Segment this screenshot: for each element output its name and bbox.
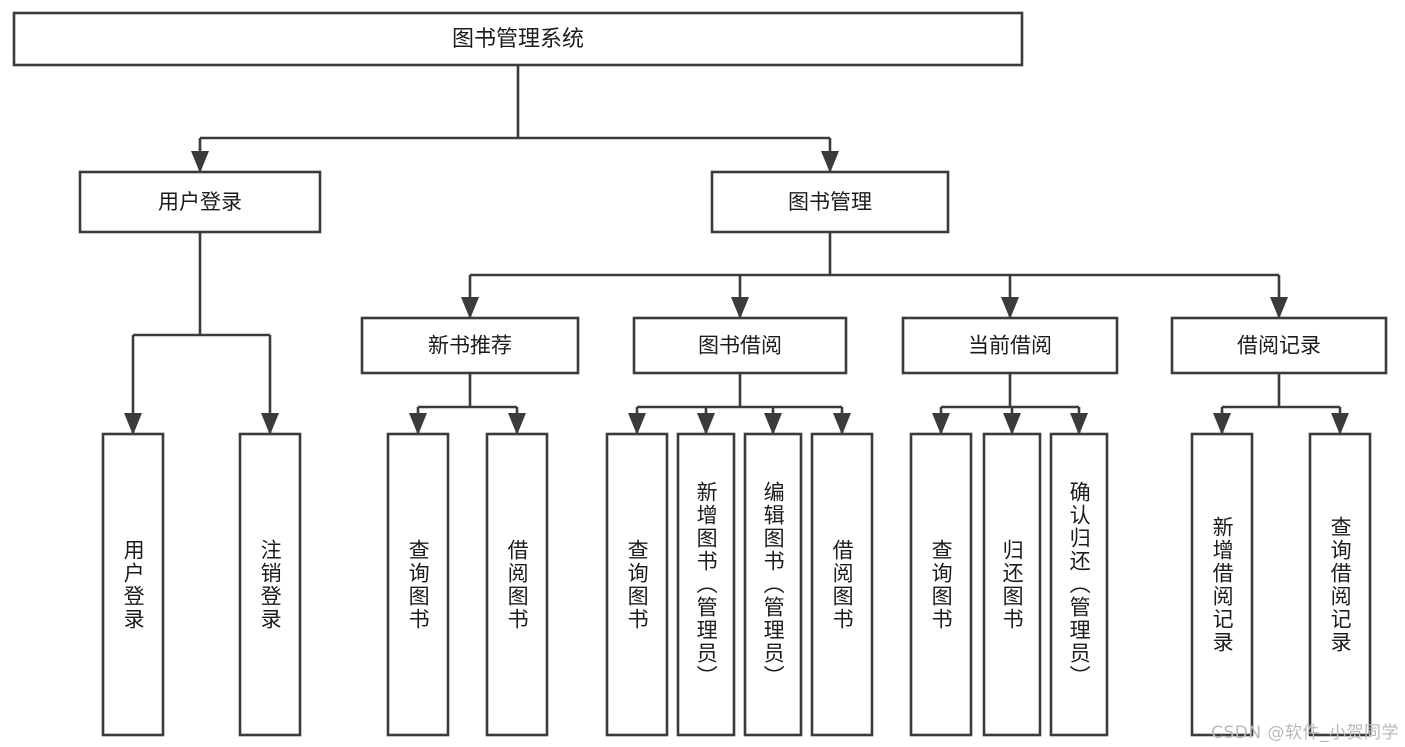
node-box <box>238 432 302 737</box>
node-图书管理系统[interactable]: 图书管理系统 <box>12 11 1024 67</box>
arrow-head-icon <box>409 413 427 435</box>
node-图书借阅[interactable]: 图书借阅 <box>632 316 848 375</box>
watermark-text: CSDN @软件_小贺同学 <box>1211 723 1399 743</box>
node-新增借阅记录[interactable] <box>1190 432 1254 737</box>
arrow-head-icon <box>833 413 851 435</box>
arrow-head-icon <box>821 151 839 173</box>
node-label: 新书推荐 <box>428 334 512 358</box>
arrow-head-icon <box>932 413 950 435</box>
node-借阅图书[interactable] <box>485 432 549 737</box>
node-box <box>710 170 950 234</box>
node-box <box>810 432 874 737</box>
arrow-head-icon <box>1331 413 1349 435</box>
arrow-head-icon <box>1003 413 1021 435</box>
node-新书推荐[interactable]: 新书推荐 <box>360 316 580 375</box>
arrow-head-icon <box>461 297 479 319</box>
arrow-head-icon <box>1270 297 1288 319</box>
node-box <box>909 432 973 737</box>
arrow-head-icon <box>1001 297 1019 319</box>
node-新增图书管理员[interactable] <box>676 432 736 737</box>
node-box <box>901 316 1119 375</box>
node-label: 用户登录 <box>158 190 242 214</box>
node-label: 图书管理系统 <box>452 27 584 52</box>
node-注销登录[interactable] <box>238 432 302 737</box>
node-box <box>485 432 549 737</box>
node-查询借阅记录[interactable] <box>1308 432 1372 737</box>
node-box <box>1170 316 1388 375</box>
node-查询图书[interactable] <box>605 432 669 737</box>
node-确认归还管理员[interactable] <box>1049 432 1109 737</box>
node-用户登录[interactable]: 用户登录 <box>78 170 322 234</box>
node-借阅图书[interactable] <box>810 432 874 737</box>
arrow-head-icon <box>697 413 715 435</box>
node-box <box>78 170 322 234</box>
node-查询图书[interactable] <box>386 432 450 737</box>
node-label: 图书管理 <box>788 190 872 214</box>
node-box <box>605 432 669 737</box>
node-图书管理[interactable]: 图书管理 <box>710 170 950 234</box>
node-box <box>1049 432 1109 737</box>
node-label: 图书借阅 <box>698 334 782 358</box>
arrow-head-icon <box>124 413 142 435</box>
node-查询图书[interactable] <box>909 432 973 737</box>
node-box <box>101 432 165 737</box>
node-box <box>12 11 1024 67</box>
node-label: 当前借阅 <box>968 334 1052 358</box>
connectors-layer <box>124 65 1349 435</box>
node-box <box>360 316 580 375</box>
arrow-head-icon <box>1070 413 1088 435</box>
arrow-head-icon <box>731 297 749 319</box>
node-box <box>386 432 450 737</box>
node-box <box>632 316 848 375</box>
node-box <box>1190 432 1254 737</box>
node-box <box>1308 432 1372 737</box>
node-box <box>676 432 736 737</box>
arrow-head-icon <box>764 413 782 435</box>
node-用户登录[interactable] <box>101 432 165 737</box>
node-编辑图书管理员[interactable] <box>743 432 803 737</box>
arrow-head-icon <box>508 413 526 435</box>
node-box <box>743 432 803 737</box>
node-归还图书[interactable] <box>982 432 1042 737</box>
arrow-head-icon <box>628 413 646 435</box>
arrow-head-icon <box>191 151 209 173</box>
node-借阅记录[interactable]: 借阅记录 <box>1170 316 1388 375</box>
arrow-head-icon <box>261 413 279 435</box>
node-label: 借阅记录 <box>1237 334 1321 358</box>
arrow-head-icon <box>1213 413 1231 435</box>
node-box <box>982 432 1042 737</box>
node-当前借阅[interactable]: 当前借阅 <box>901 316 1119 375</box>
